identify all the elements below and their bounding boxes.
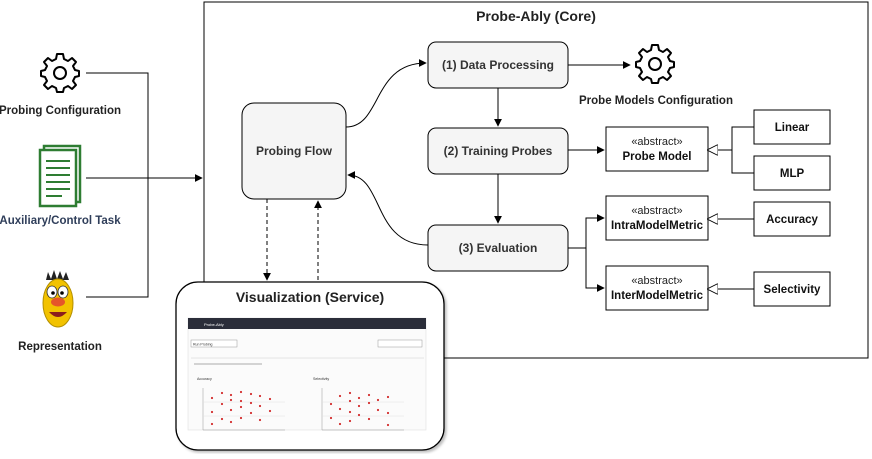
inter-metric-stereotype: «abstract» [631,275,682,287]
probe-model-stereotype: «abstract» [631,136,682,148]
gear-icon [635,44,675,84]
intra-metric-label: IntraModelMetric [611,220,704,232]
representation-icon [42,270,74,328]
intra-metric-stereotype: «abstract» [631,205,682,217]
probing-flow-box [241,102,347,200]
dashboard-accuracy-title: Accuracy [197,377,212,381]
linear-inherits [708,126,754,150]
intra-metric-box [605,195,709,241]
evaluation-to-intra [568,214,605,249]
connector-config [86,72,149,178]
training-probes-label: (2) Training Probes [444,144,553,158]
probe-models-config-label: Probe Models Configuration [579,95,733,107]
dashboard-accuracy-plot [202,388,285,431]
flow-to-data-processing [345,59,427,128]
inter-metric-label: InterModelMetric [611,290,704,302]
core-title: Probe-Ably (Core) [476,8,596,24]
probe-model-label: Probe Model [622,151,691,163]
gear-icon [40,53,80,93]
evaluation-to-inter [585,248,605,292]
evaluation-label: (3) Evaluation [459,241,538,255]
auxiliary-task-label: Auxiliary/Control Task [0,215,121,227]
dashboard-selectivity-title: Selectivity [313,377,329,381]
accuracy-box [753,201,831,237]
probing-flow-label: Probing Flow [256,144,333,158]
dashboard-run-label: Run Probing [193,343,213,347]
probe-model-box [605,126,709,172]
accuracy-label: Accuracy [766,214,818,226]
selectivity-box [753,271,831,307]
document-icon [38,144,82,208]
representation-label: Representation [18,341,102,353]
mlp-inherits [731,150,754,174]
visualization-service-title: Visualization (Service) [236,289,384,305]
mlp-label: MLP [780,168,805,180]
evaluation-to-flow [347,171,429,246]
linear-label: Linear [775,122,810,134]
connector-representation [86,178,149,298]
dashboard-header-label: Probe-Ably [204,322,224,327]
data-processing-label: (1) Data Processing [442,58,554,72]
selectivity-label: Selectivity [764,284,821,296]
dashboard-selectivity-plot [321,388,404,431]
probing-configuration-label: Probing Configuration [0,105,121,117]
inter-metric-box [605,265,709,311]
linear-box [753,109,831,145]
dashboard-run-button [190,339,238,348]
dashboard-preview: Probe-Ably Run Probing Accuracy Selectiv… [187,317,427,431]
dashboard-header-bar [188,318,426,329]
